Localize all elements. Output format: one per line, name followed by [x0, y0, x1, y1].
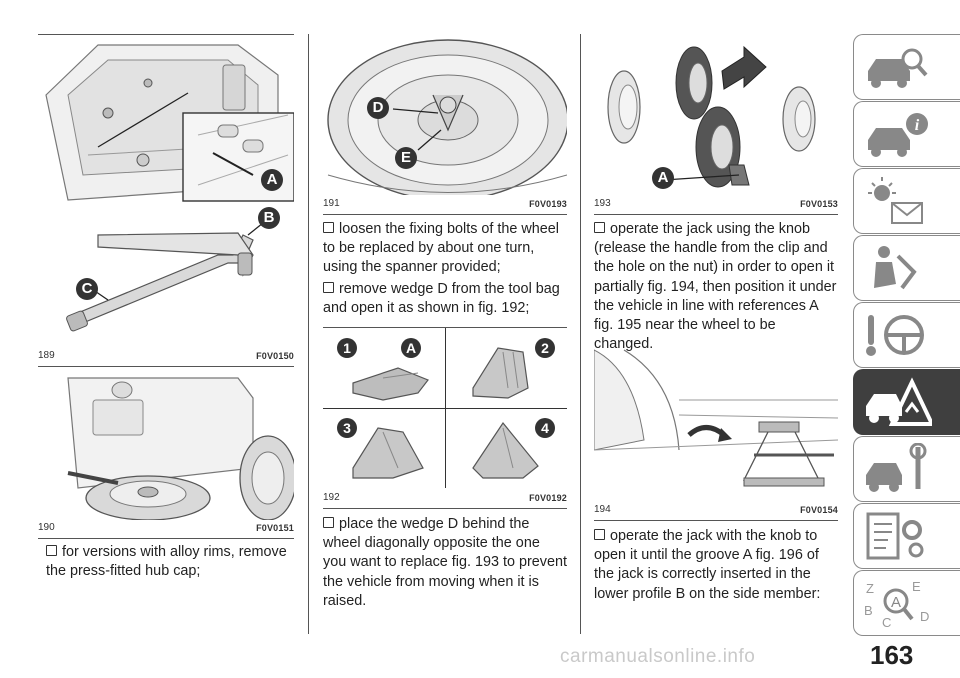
callout-c-fig189: C: [76, 278, 98, 300]
step-number-4: 4: [535, 418, 555, 438]
caption-fig189: 189 F0V0150: [38, 350, 294, 361]
instruction-operate-jack-partially: operate the jack using the knob (release…: [594, 221, 837, 353]
figure-code: F0V0154: [800, 505, 838, 515]
instruction-operate-jack-groove: operate the jack with the knob to open i…: [594, 528, 821, 602]
car-info-icon: i: [868, 113, 928, 157]
sidebar-tab-safety[interactable]: [853, 168, 960, 234]
sidebar-tab-servicing-and-maintenance[interactable]: [853, 369, 960, 435]
instruction-remove-wedge: remove wedge D from the tool bag and ope…: [323, 281, 560, 317]
instruction-place-wedge: place the wedge D behind the wheel diago…: [323, 516, 567, 609]
alphabet-magnifier-icon: Z E B C D A: [864, 579, 929, 630]
callout-a-fig193: A: [652, 167, 674, 189]
figure-190-spare-wheel-illustration: [38, 368, 294, 520]
sidebar-tab-knowing-the-vehicle[interactable]: [853, 34, 960, 100]
figure-number: 194: [594, 504, 611, 515]
callout-d-fig191: D: [367, 97, 389, 119]
caption-fig194: 194 F0V0154: [594, 504, 838, 515]
figure-code: F0V0192: [529, 493, 567, 503]
figure-number: 190: [38, 522, 55, 533]
caption-fig193: 193 F0V0153: [594, 198, 838, 209]
callout-b-fig189: B: [258, 207, 280, 229]
checkbox-bullet: [323, 222, 334, 233]
figure-code: F0V0193: [529, 199, 567, 209]
svg-text:E: E: [912, 579, 921, 594]
step-number-2: 2: [535, 338, 555, 358]
sidebar-tab-in-an-emergency[interactable]: [853, 302, 960, 368]
caption-fig192: 192 F0V0192: [323, 492, 567, 503]
svg-text:Z: Z: [866, 581, 874, 596]
rule-fig192: [323, 508, 567, 509]
car-wrench-icon: [866, 443, 927, 492]
column-divider-1: [308, 34, 309, 634]
svg-text:B: B: [864, 603, 873, 618]
sidebar-tab-technical-specifications[interactable]: [853, 436, 960, 502]
callout-e-fig191: E: [395, 147, 417, 169]
checkbox-bullet: [323, 282, 334, 293]
figure-number: 193: [594, 198, 611, 209]
airbag-passenger-icon: [874, 246, 917, 290]
figure-191-wheel-wedge-illustration: D E: [323, 35, 567, 195]
car-warning-triangle-icon: [866, 377, 932, 426]
top-rule-fig192: [323, 327, 567, 328]
rule-fig191: [323, 214, 567, 215]
figure-number: 191: [323, 198, 340, 209]
figure-number: 189: [38, 350, 55, 361]
svg-text:A: A: [891, 594, 901, 611]
rule-fig190: [38, 538, 294, 539]
document-gears-icon: [866, 512, 924, 560]
figure-193-wedge-placement-illustration: A: [594, 35, 838, 195]
svg-text:C: C: [882, 615, 891, 630]
figure-192-wedge-steps-illustration: 1 A 2 3 4: [323, 328, 567, 488]
sidebar-tab-starting-and-driving[interactable]: [853, 235, 960, 301]
column-divider-2: [580, 34, 581, 634]
sidebar-tab-knowing-the-instrument-panel[interactable]: i: [853, 101, 960, 167]
figure-code: F0V0150: [256, 351, 294, 361]
top-rule-col1: [38, 34, 294, 35]
figure-194-jack-positioning-illustration: [594, 340, 838, 500]
figure-189-trunk-illustration: A: [38, 35, 294, 205]
step-number-3: 3: [337, 418, 357, 438]
figure-code: F0V0151: [256, 523, 294, 533]
checkbox-bullet: [594, 529, 605, 540]
svg-text:i: i: [915, 117, 920, 134]
instruction-remove-hub-cap: for versions with alloy rims, remove the…: [46, 544, 287, 580]
caption-fig191: 191 F0V0193: [323, 198, 567, 209]
checkbox-bullet: [323, 517, 334, 528]
rule-fig194: [594, 520, 838, 521]
callout-a-fig189: A: [261, 169, 283, 191]
step-number-1: 1: [337, 338, 357, 358]
callout-a-fig192: A: [401, 338, 421, 358]
sidebar-tab-alphabetical-index[interactable]: Z E B C D A: [853, 570, 960, 636]
figure-189-wheel-wrench-illustration: B C: [38, 205, 294, 345]
svg-text:D: D: [920, 609, 929, 624]
sidebar-tab-index[interactable]: [853, 503, 960, 569]
page-number: 163: [870, 640, 914, 670]
checkbox-bullet: [46, 545, 57, 556]
rule-fig189: [38, 366, 294, 367]
warning-lights-icon: [868, 177, 923, 224]
instruction-loosen-bolts: loosen the fixing bolts of the wheel to …: [323, 221, 559, 276]
figure-number: 192: [323, 492, 340, 503]
car-magnifier-icon: [868, 48, 928, 88]
rule-fig193: [594, 214, 838, 215]
caption-fig190: 190 F0V0151: [38, 522, 294, 533]
watermark-text: carmanualsonline.info: [560, 646, 756, 667]
key-steering-wheel-icon: [866, 315, 924, 356]
checkbox-bullet: [594, 222, 605, 233]
figure-code: F0V0153: [800, 199, 838, 209]
